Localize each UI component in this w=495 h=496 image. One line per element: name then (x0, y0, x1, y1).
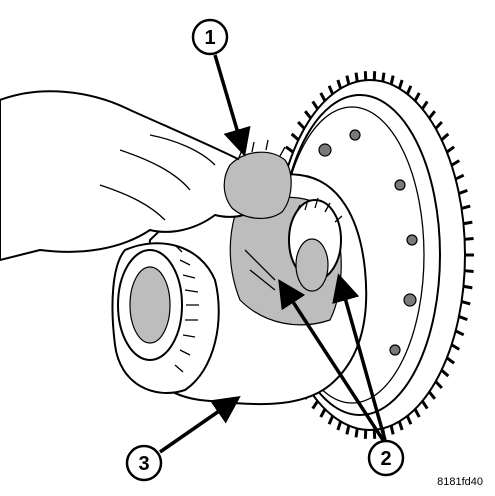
gear-tooth (413, 92, 421, 102)
gear-tooth (440, 369, 450, 378)
side-gear (288, 197, 343, 292)
gear-tooth (464, 269, 474, 273)
gear-tooth (336, 79, 343, 90)
callout-1-label: 1 (204, 27, 215, 49)
gear-tooth (454, 173, 465, 181)
gear-tooth (311, 400, 319, 410)
gear-tooth (454, 329, 465, 337)
gear-tooth (428, 390, 437, 400)
gear-tooth (297, 120, 306, 130)
gear-tooth (421, 400, 429, 410)
gear-tooth (389, 425, 395, 435)
gear-tooth (290, 132, 300, 141)
gear-tooth (354, 72, 359, 82)
gear-tooth (284, 145, 295, 154)
gear-tooth (434, 380, 443, 390)
gear-tooth (463, 284, 473, 290)
gear-tooth (327, 85, 335, 95)
gear-tooth (434, 120, 443, 130)
gear-tooth (450, 159, 461, 167)
gear-tooth (445, 356, 456, 365)
gear-tooth (458, 188, 468, 195)
gear-tooth (463, 220, 473, 226)
gear-tooth (458, 315, 468, 322)
gear-tooth (413, 408, 421, 418)
gear-tooth (461, 204, 471, 210)
gear-tooth (311, 100, 319, 110)
gear-tooth (445, 145, 456, 154)
gear-tooth (389, 75, 395, 85)
callout-1: 1 (191, 18, 229, 56)
callout-3-label: 3 (138, 453, 149, 475)
gear-tooth (345, 425, 351, 435)
gear-tooth (461, 300, 471, 306)
gear-tooth (327, 415, 335, 425)
callout-3: 3 (125, 444, 163, 482)
gear-tooth (450, 343, 461, 351)
gear-tooth (440, 132, 450, 141)
gear-tooth (397, 79, 404, 90)
callout-2-label: 2 (380, 448, 391, 470)
callout-2: 2 (367, 439, 405, 477)
gear-tooth (421, 100, 429, 110)
gear-tooth (405, 85, 413, 95)
gear-tooth (319, 92, 327, 102)
gear-tooth (336, 420, 343, 431)
gear-tooth (397, 420, 404, 431)
figure-id-label: 8181fd40 (437, 476, 483, 488)
gear-tooth (319, 408, 327, 418)
gear-tooth (464, 237, 474, 241)
gear-tooth (381, 72, 386, 82)
pinion-gear (223, 139, 292, 219)
leader-lines (159, 54, 387, 454)
gear-tooth (405, 415, 413, 425)
bearing-hub (111, 242, 220, 394)
gear-tooth (303, 110, 312, 120)
gear-tooth (428, 110, 437, 120)
gear-tooth (354, 428, 359, 438)
gear-tooth (345, 75, 351, 85)
